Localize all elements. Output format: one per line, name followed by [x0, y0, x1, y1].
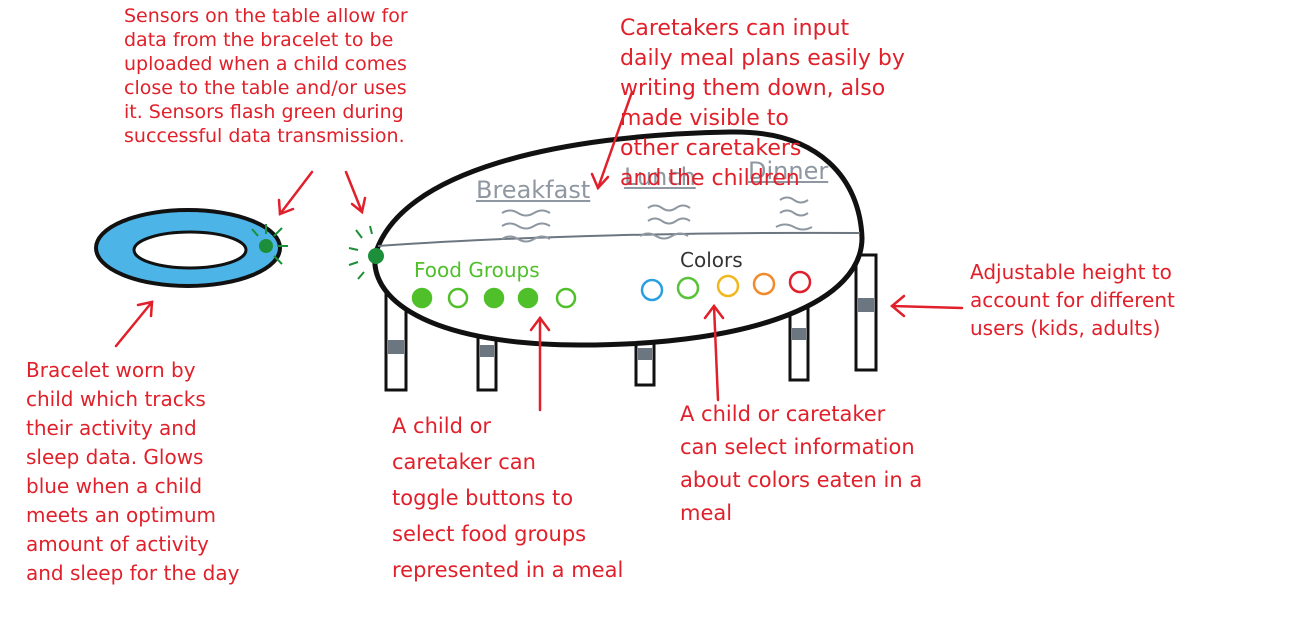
food-groups-label: Food Groups: [414, 258, 540, 282]
height-clamp: [792, 328, 806, 340]
height-clamp: [858, 298, 874, 312]
food-group-toggle[interactable]: [411, 287, 433, 309]
food-group-buttons: [411, 287, 577, 309]
color-select-button[interactable]: [716, 274, 740, 298]
table-sensor: [348, 225, 384, 280]
color-select-button[interactable]: [676, 276, 700, 300]
arrow-to-bracelet: [114, 300, 154, 348]
annotation-sensors: Sensors on the table allow for data from…: [124, 5, 408, 147]
food-group-toggle[interactable]: [447, 287, 469, 309]
annotation-arrows: [114, 90, 964, 412]
color-select-button[interactable]: [640, 278, 664, 302]
height-adjust-clamps: [388, 298, 874, 360]
heading-breakfast: Breakfast: [476, 176, 591, 204]
arrow-to-menu: [590, 90, 634, 191]
arrow-to-food-buttons: [529, 315, 551, 412]
menu-squiggles: [501, 196, 813, 243]
annotation-adjustable-height: Adjustable height to account for differe…: [970, 260, 1175, 340]
table-leg: [854, 253, 878, 372]
annotation-bracelet: Bracelet worn by child which tracks thei…: [26, 358, 240, 585]
food-group-toggle[interactable]: [555, 287, 577, 309]
colors-label: Colors: [680, 248, 743, 272]
arrow-to-bracelet-sensor: [277, 170, 314, 216]
table-divider-line: [377, 231, 861, 247]
height-clamp: [480, 345, 494, 357]
food-group-toggle[interactable]: [483, 287, 505, 309]
annotation-caretakers-input: Caretakers can input daily meal plans ea…: [620, 16, 905, 191]
annotation-food-groups: A child or caretaker can toggle buttons …: [392, 414, 624, 582]
bracelet-sensor: [251, 224, 288, 265]
height-clamp: [388, 340, 404, 354]
heading-dinner: Dinner: [748, 157, 829, 185]
heading-lunch: Lunch: [624, 163, 696, 191]
color-buttons: [640, 270, 812, 302]
arrow-to-color-buttons: [703, 303, 725, 402]
height-clamp: [638, 348, 652, 360]
table-legs: [384, 253, 878, 392]
arrow-to-legs: [890, 294, 964, 318]
bracelet: [94, 208, 288, 288]
arrow-to-table-sensor: [344, 170, 367, 215]
color-select-button[interactable]: [752, 272, 776, 296]
food-group-toggle[interactable]: [517, 287, 539, 309]
color-select-button[interactable]: [788, 270, 812, 294]
annotation-colors: A child or caretaker can select informat…: [680, 402, 923, 525]
